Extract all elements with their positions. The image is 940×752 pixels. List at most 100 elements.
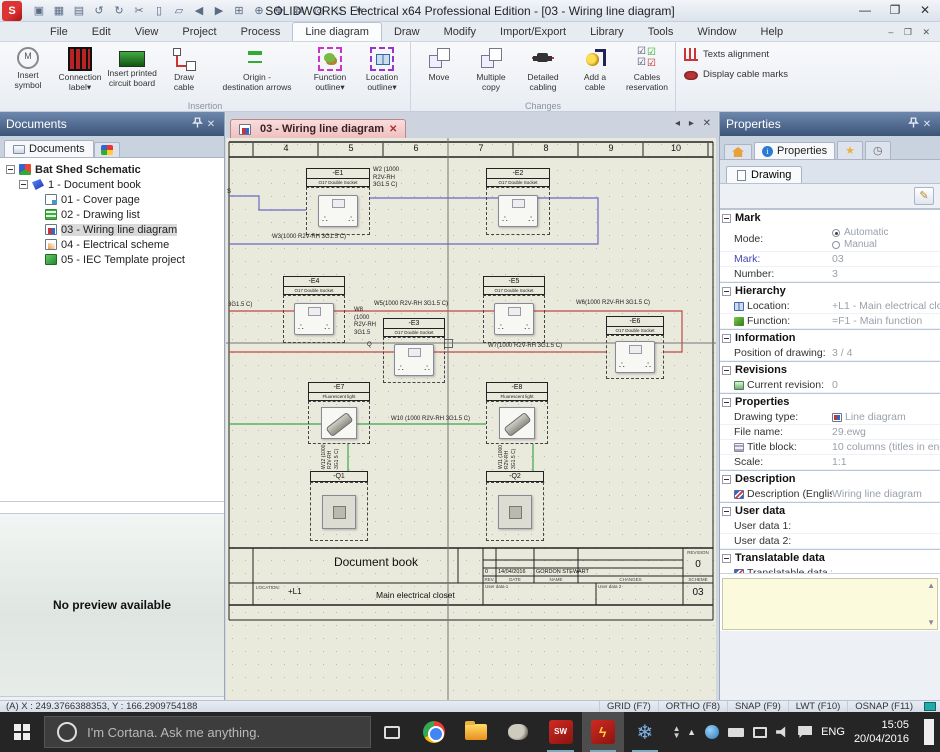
ribbon-button-cables[interactable]: Cables reservation xyxy=(621,44,673,100)
language-indicator[interactable]: ENG xyxy=(821,726,845,738)
scroll-up-icon[interactable]: ▲ xyxy=(927,581,935,590)
taskbar-chrome[interactable] xyxy=(413,712,455,752)
action-center-icon[interactable] xyxy=(924,719,934,745)
property-row-number-[interactable]: Number:3 xyxy=(720,267,940,282)
tab-documents[interactable]: Documents xyxy=(4,140,94,157)
property-row-title-block-[interactable]: Title block:10 columns (titles in eng xyxy=(720,440,940,455)
property-row-location-[interactable]: Location:+L1 - Main electrical clos xyxy=(720,299,940,314)
tree-item-bat-shed-schematic[interactable]: Bat Shed Schematic xyxy=(0,162,224,177)
tree-item-01-cover-page[interactable]: 01 - Cover page xyxy=(0,192,224,207)
notes-icon[interactable] xyxy=(798,726,813,738)
taskbar-clock[interactable]: 15:05 20/04/2016 xyxy=(854,718,909,747)
property-section-translatable-data[interactable]: Translatable data xyxy=(720,549,940,566)
taskbar-solidworks-electrical[interactable]: ϟ xyxy=(581,712,624,752)
ribbon-button-move[interactable]: Move xyxy=(413,44,465,100)
export-right-icon[interactable]: ▶ xyxy=(214,5,224,17)
property-row-current-revision-[interactable]: Current revision:0 xyxy=(720,378,940,393)
menu-item-view[interactable]: View xyxy=(134,26,159,38)
copy-icon[interactable]: ▱ xyxy=(174,5,184,17)
document-window-controls[interactable]: ‒ ❐ ✕ xyxy=(888,27,934,37)
property-section-revisions[interactable]: Revisions xyxy=(720,361,940,378)
find-icon[interactable]: ◎ xyxy=(314,5,324,17)
property-row-scale-[interactable]: Scale:1:1 xyxy=(720,455,940,470)
ribbon-button-multiple[interactable]: Multiple copy xyxy=(465,44,517,100)
collapse-icon[interactable] xyxy=(722,333,731,343)
property-section-properties[interactable]: Properties xyxy=(720,393,940,410)
monitor-icon[interactable] xyxy=(924,702,936,711)
menu-item-project[interactable]: Project xyxy=(182,26,217,38)
ribbon-button-insert-printed[interactable]: Insert printed circuit board xyxy=(106,44,158,100)
edit-pencil-button[interactable]: ✎ xyxy=(914,187,934,205)
undo-icon[interactable]: ↺ xyxy=(94,5,104,17)
tray-expand-icon[interactable]: ▲ xyxy=(687,727,697,737)
paste-icon[interactable]: ▯ xyxy=(155,5,163,17)
property-row-drawing-type-[interactable]: Drawing type:Line diagram xyxy=(720,410,940,425)
status-toggle-grid[interactable]: GRID (F7) xyxy=(598,701,658,712)
property-row-function-[interactable]: Function:=F1 - Main function xyxy=(720,314,940,329)
cut-icon[interactable]: ✂ xyxy=(134,5,144,17)
property-row-mark-[interactable]: Mark:03 xyxy=(720,252,940,267)
status-toggle-osnap[interactable]: OSNAP (F11) xyxy=(847,701,920,712)
menu-item-line-diagram[interactable]: Line diagram xyxy=(292,22,382,41)
taskbar-app-snowflake[interactable]: ❄ xyxy=(624,712,666,752)
qat-dropdown-icon[interactable]: ▾ xyxy=(356,5,362,17)
collapse-icon[interactable] xyxy=(722,365,731,375)
property-row-translatable-data-[interactable]: Translatable data : xyxy=(720,566,940,573)
tab-recent[interactable]: ◷ xyxy=(865,141,891,159)
ribbon-button-location[interactable]: Location outline▾ xyxy=(356,44,408,100)
tree-expander-icon[interactable] xyxy=(6,165,15,174)
document-tab-close-icon[interactable]: ✕ xyxy=(388,123,398,135)
property-section-description[interactable]: Description xyxy=(720,470,940,487)
collapse-icon[interactable] xyxy=(722,506,731,516)
taskbar-solidworks[interactable]: SW xyxy=(539,712,581,752)
status-toggle-snap[interactable]: SNAP (F9) xyxy=(726,701,788,712)
ribbon-button-function[interactable]: Function outline▾ xyxy=(304,44,356,100)
network-icon[interactable] xyxy=(753,726,768,738)
close-panel-icon[interactable]: ✕ xyxy=(922,118,932,130)
tree-item-02-drawing-list[interactable]: 02 - Drawing list xyxy=(0,207,224,222)
ribbon-button-insert[interactable]: Insert symbol xyxy=(2,44,54,100)
new-icon[interactable]: ▣ xyxy=(33,5,45,17)
collapse-icon[interactable] xyxy=(722,213,731,223)
keyboard-icon[interactable] xyxy=(728,727,745,737)
menu-item-draw[interactable]: Draw xyxy=(393,26,420,38)
menu-item-tools[interactable]: Tools xyxy=(647,26,674,38)
tab-drawing[interactable]: Drawing xyxy=(726,166,803,183)
redo-icon[interactable]: ↻ xyxy=(114,5,124,17)
ribbon-button-add-a[interactable]: Add a cable xyxy=(569,44,621,100)
pin-icon[interactable] xyxy=(906,117,920,131)
tree-item-1-document-book[interactable]: 1 - Document book xyxy=(0,177,224,192)
taskbar-scroll-buttons[interactable]: ▲▼ xyxy=(672,724,681,740)
tree-expander-icon[interactable] xyxy=(19,180,28,189)
task-view-button[interactable] xyxy=(371,712,413,752)
collapse-icon[interactable] xyxy=(722,553,731,563)
property-row-user-data-1-[interactable]: User data 1: xyxy=(720,519,940,534)
cortana-search[interactable]: I'm Cortana. Ask me anything. xyxy=(44,716,371,748)
taskbar-file-explorer[interactable] xyxy=(455,712,497,752)
component-q1[interactable]: -Q1 xyxy=(310,471,368,541)
property-section-information[interactable]: Information xyxy=(720,329,940,346)
status-toggle-lwt[interactable]: LWT (F10) xyxy=(787,701,848,712)
property-section-mark[interactable]: Mark xyxy=(720,209,940,226)
save-icon[interactable]: ▦ xyxy=(53,5,65,17)
document-tab-active[interactable]: 03 - Wiring line diagram ✕ xyxy=(230,119,407,138)
pan-icon[interactable]: ✥ xyxy=(274,5,284,17)
close-panel-icon[interactable]: ✕ xyxy=(206,118,216,130)
zoom-icon[interactable]: ⊕ xyxy=(254,5,264,17)
network-globe-icon[interactable] xyxy=(705,725,720,739)
minimize-button[interactable]: — xyxy=(859,2,871,17)
collapse-icon[interactable] xyxy=(722,286,731,296)
radio-icon[interactable] xyxy=(832,240,840,249)
menu-item-file[interactable]: File xyxy=(50,26,68,38)
property-section-user-data[interactable]: User data xyxy=(720,502,940,519)
menu-item-library[interactable]: Library xyxy=(590,26,624,38)
ribbon-tool-display-cable-marks[interactable]: Display cable marks xyxy=(684,69,788,80)
print-icon[interactable]: ▤ xyxy=(73,5,85,17)
ribbon-tool-texts-alignment[interactable]: Texts alignment xyxy=(684,48,788,61)
